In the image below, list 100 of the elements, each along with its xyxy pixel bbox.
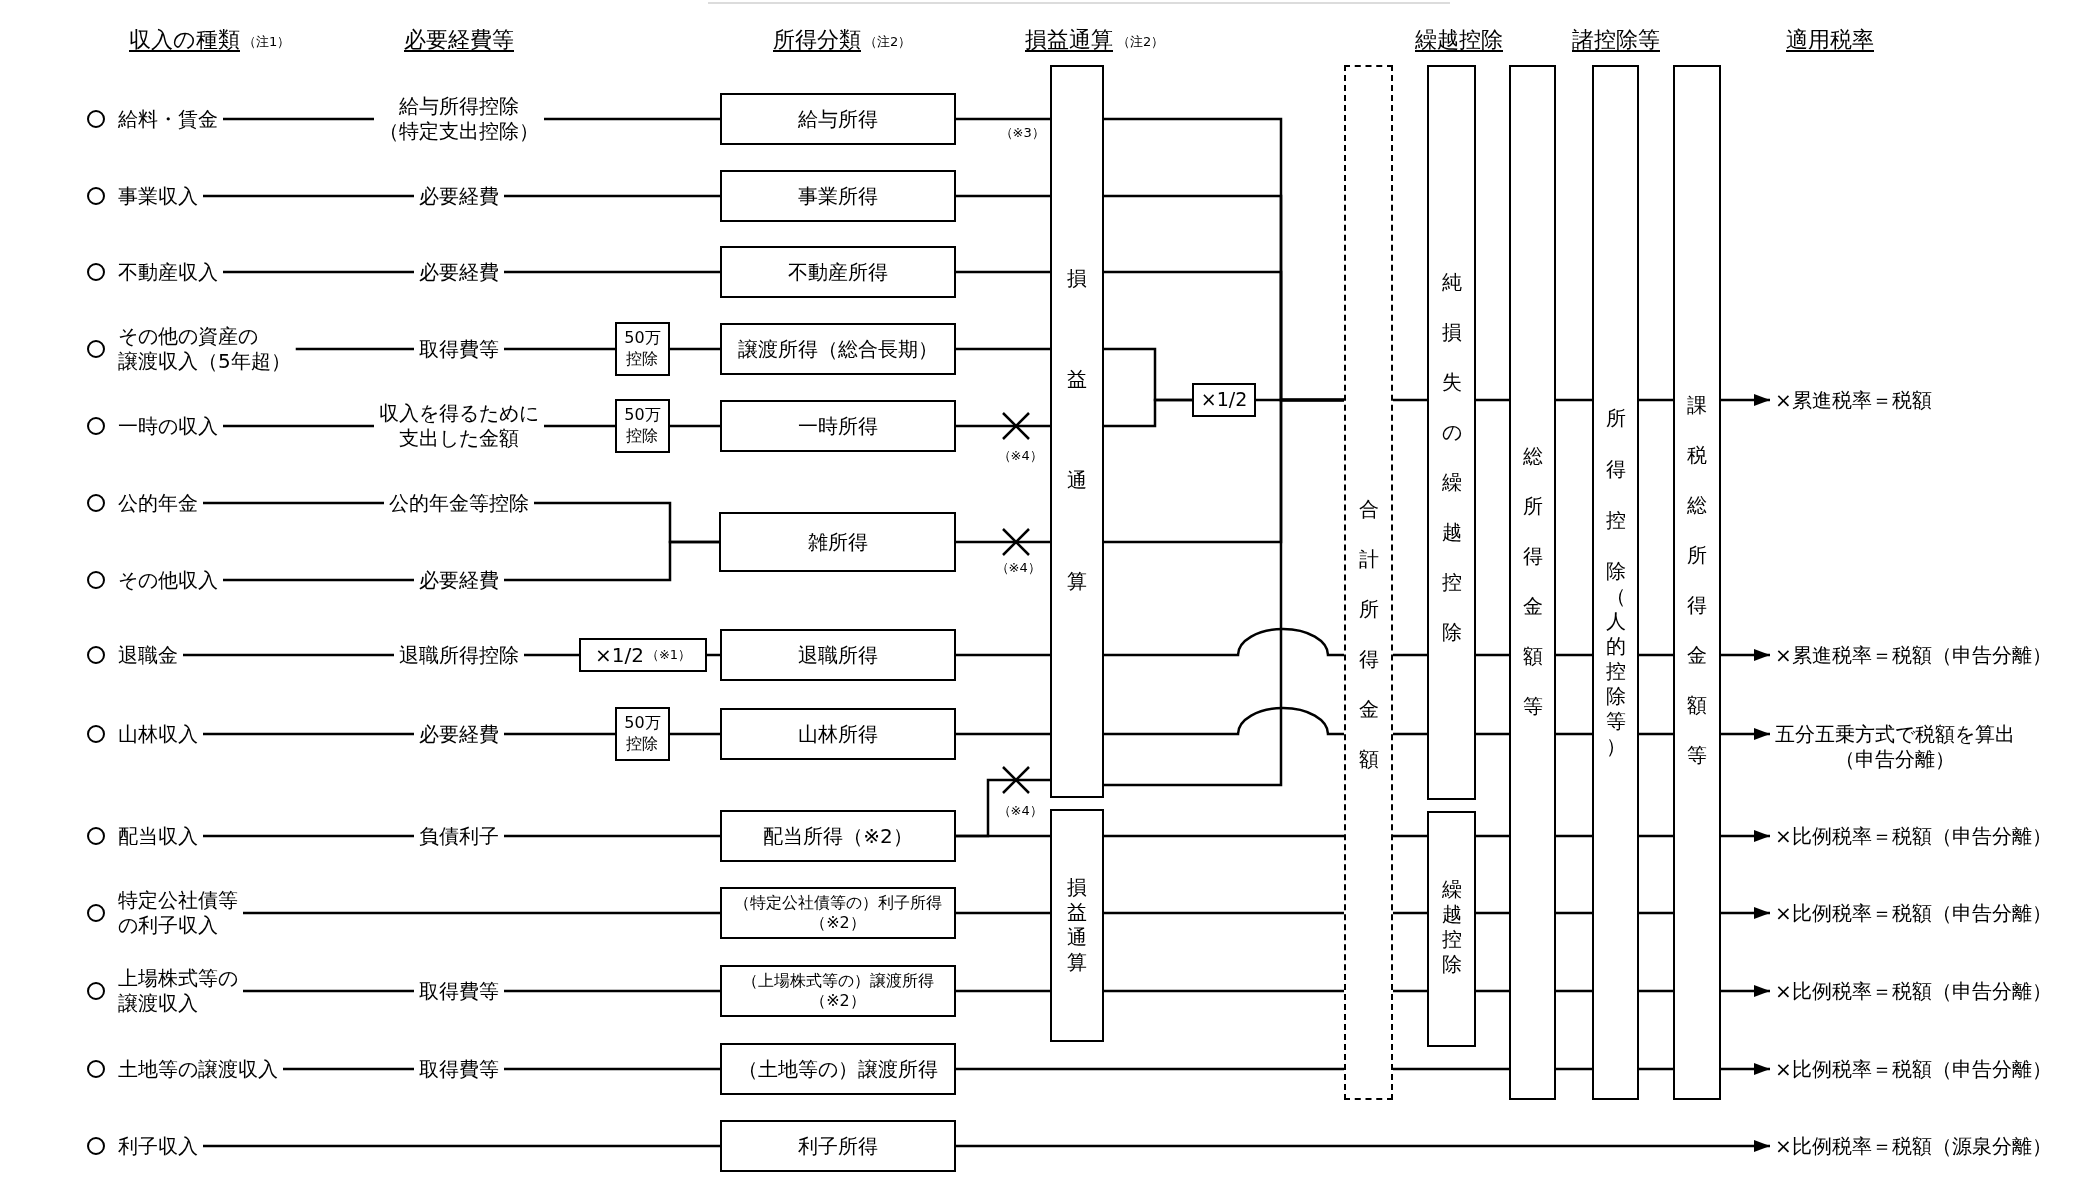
connector-line [956, 117, 1050, 121]
note-label: （※1） [645, 646, 692, 664]
arrow [1721, 985, 1770, 997]
connector-line [1104, 989, 1344, 993]
connector-line [1393, 398, 1427, 402]
connector-line [203, 732, 414, 736]
expense-label: 取得費等 [419, 978, 499, 1004]
income-category-label: 利子所得 [798, 1133, 878, 1159]
connector-line [203, 834, 414, 838]
deduction-box [615, 707, 670, 761]
income-category-box [720, 170, 956, 222]
connector-line [223, 270, 414, 274]
vertical-process-box [1673, 65, 1721, 1100]
connector-line [956, 347, 1050, 351]
crossed-out-connector [956, 527, 1050, 557]
arrow [956, 1140, 1770, 1152]
income-type-label: 給料・賃金 [118, 106, 218, 132]
deduction-label: 50万控除 [624, 405, 661, 447]
connector-line [956, 270, 1050, 274]
vertical-label: 課税総所得金額等 [1687, 393, 1707, 766]
income-type-label: 土地等の譲渡収入 [118, 1056, 278, 1082]
connector-line [504, 540, 719, 582]
tax-formula-label: ×比例税率＝税額（源泉分離） [1775, 1133, 2052, 1159]
connector-line [223, 424, 374, 428]
expense-label: 給与所得控除（特定支出控除） [379, 94, 539, 144]
income-category-label: （土地等の）譲渡所得 [738, 1056, 938, 1082]
connector-line [1393, 989, 1427, 993]
tax-formula-label: ×比例税率＝税額（申告分離） [1775, 1056, 2052, 1082]
note-label: （注2） [864, 34, 912, 50]
income-category-label: （特定公社債等の）利子所得（※2） [734, 893, 942, 933]
expense-label: 公的年金等控除 [389, 490, 529, 516]
multiplier-label: ×1/2 [594, 642, 644, 668]
income-type-label: 配当収入 [118, 823, 198, 849]
column-header: 損益通算 [1025, 26, 1113, 54]
connector-line [1476, 732, 1509, 736]
income-type-label: 事業収入 [118, 183, 198, 209]
connector-line [670, 424, 720, 428]
connector-line [203, 1144, 720, 1148]
connector-line [1639, 398, 1673, 402]
income-category-label: 譲渡所得（総合長期） [738, 336, 938, 362]
connector-line [956, 911, 1050, 915]
connector-line [504, 989, 720, 993]
income-type-label: 山林収入 [118, 721, 198, 747]
connector-line [1639, 732, 1673, 736]
connector-line [203, 194, 414, 198]
connector-line [956, 194, 1050, 198]
tax-formula-label: ×累進税率＝税額（申告分離） [1775, 642, 2052, 668]
arrow [1721, 649, 1770, 661]
crossed-out-connector [956, 411, 1050, 441]
connector-line [504, 732, 615, 736]
connector-line [223, 578, 414, 582]
tax-formula-label: 五分五乗方式で税額を算出（申告分離） [1775, 722, 2015, 772]
connector-line [956, 1067, 1344, 1071]
vertical-process-box [1050, 809, 1104, 1042]
note-label: （注2） [1117, 34, 1165, 50]
deduction-label: 50万控除 [624, 328, 661, 370]
column-header: 繰越控除 [1415, 26, 1503, 54]
arrow [1721, 830, 1770, 842]
tax-formula-label: ×比例税率＝税額（申告分離） [1775, 823, 2052, 849]
income-category-label: 一時所得 [798, 413, 878, 439]
connector-line [223, 117, 374, 121]
connector-line [504, 270, 720, 274]
vertical-label: 所得控除（人的控除等） [1605, 406, 1626, 757]
connector-line [1639, 653, 1673, 657]
income-category-box [720, 246, 956, 298]
connector-line [1556, 1067, 1592, 1071]
connector-line [956, 989, 1050, 993]
income-category-box [720, 323, 956, 375]
expense-label: 取得費等 [419, 1056, 499, 1082]
income-category-box [720, 400, 956, 452]
income-type-label: 一時の収入 [118, 413, 218, 439]
column-header: 所得分類 [773, 26, 861, 54]
connector-line [1104, 706, 1344, 736]
income-category-label: 事業所得 [798, 183, 878, 209]
income-type-label: 利子収入 [118, 1133, 198, 1159]
income-type-label: その他の資産の譲渡収入（5年超） [118, 324, 291, 374]
vertical-process-box [1427, 811, 1476, 1047]
expense-label: 必要経費 [419, 183, 499, 209]
income-category-label: 山林所得 [798, 721, 878, 747]
arrow [1721, 907, 1770, 919]
income-type-label: 上場株式等の譲渡収入 [118, 966, 238, 1016]
connector-line [243, 911, 720, 915]
connector-line [1556, 911, 1592, 915]
expense-label: 必要経費 [419, 259, 499, 285]
connector-line [1393, 1067, 1509, 1071]
connector-line [183, 653, 394, 657]
connector-line [544, 424, 615, 428]
connector-line [956, 834, 1050, 838]
connector-line [1104, 911, 1344, 915]
connector-line [1639, 1067, 1673, 1071]
tax-formula-label: ×累進税率＝税額 [1775, 387, 1932, 413]
connector-line [670, 347, 720, 351]
connector-line [1104, 834, 1344, 838]
expense-label: 必要経費 [419, 721, 499, 747]
vertical-process-box [1050, 65, 1104, 798]
expense-label: 必要経費 [419, 567, 499, 593]
dashed-vertical-box [1344, 65, 1393, 1100]
vertical-label: 損益通算 [1067, 267, 1087, 593]
income-category-label: 雑所得 [807, 529, 868, 555]
arrow [1721, 728, 1770, 740]
